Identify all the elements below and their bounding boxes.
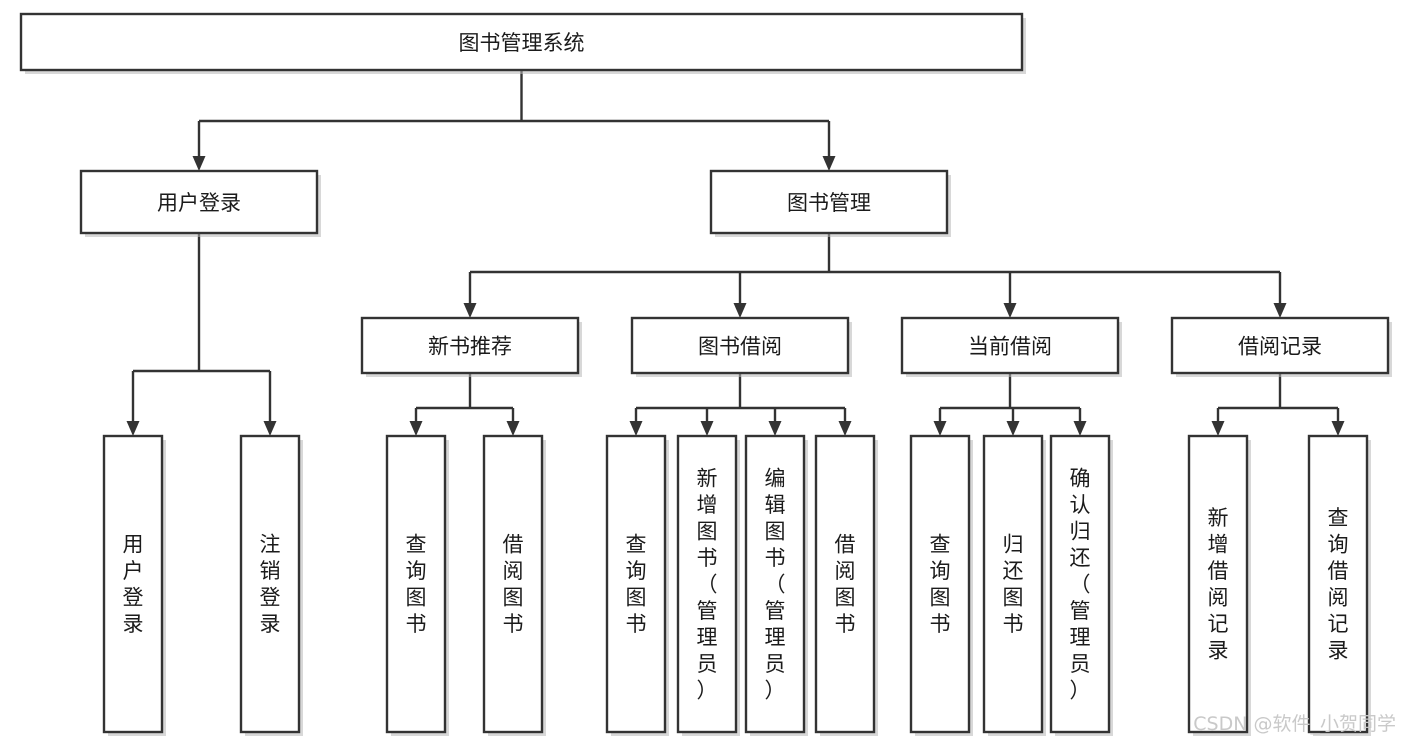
arrow-head-icon [1273, 303, 1287, 318]
arrow-head-icon [1003, 303, 1017, 318]
node-leaf-查询图书-4[interactable]: 查询图书 [605, 434, 669, 736]
node-leaf-借阅图书-7[interactable]: 借阅图书 [814, 434, 878, 736]
node-rect[interactable] [482, 434, 544, 734]
node-layer: 图书管理系统用户登录图书管理新书推荐图书借阅当前借阅借阅记录用户登录注销登录查询… [19, 12, 1392, 736]
arrow-head-icon [822, 156, 836, 171]
node-l3-当前借阅-2[interactable]: 当前借阅 [900, 316, 1122, 377]
node-label: 确认归还（管理员） [1070, 466, 1091, 702]
node-label: 查询借阅记录 [1328, 506, 1349, 663]
arrow-head-icon [192, 156, 206, 171]
node-label: 图书管理系统 [459, 31, 585, 55]
arrow-head-icon [933, 421, 947, 436]
node-label: 查询图书 [406, 533, 427, 637]
node-rect[interactable] [900, 316, 1120, 375]
node-leaf-查询图书-8[interactable]: 查询图书 [909, 434, 973, 736]
node-leaf-新增图书管理员-5[interactable]: 新增图书（管理员） [676, 434, 740, 736]
node-leaf-归还图书-9[interactable]: 归还图书 [982, 434, 1046, 736]
arrow-head-icon [409, 421, 423, 436]
node-rect[interactable] [1049, 434, 1111, 734]
node-rect[interactable] [1307, 434, 1369, 734]
arrow-head-icon [733, 303, 747, 318]
node-rect[interactable] [385, 434, 447, 734]
node-l3-借阅记录-3[interactable]: 借阅记录 [1170, 316, 1392, 377]
node-rect[interactable] [744, 434, 806, 734]
node-label: 借阅图书 [503, 533, 524, 637]
arrow-head-icon [1331, 421, 1345, 436]
node-rect[interactable] [982, 434, 1044, 734]
node-label: 归还图书 [1003, 533, 1024, 637]
arrow-head-icon [700, 421, 714, 436]
node-leaf-借阅图书-3[interactable]: 借阅图书 [482, 434, 546, 736]
node-leaf-查询借阅记录-12[interactable]: 查询借阅记录 [1307, 434, 1371, 736]
csdn-watermark: CSDN @软件_小贺同学 [1193, 713, 1396, 735]
node-rect[interactable] [102, 434, 164, 734]
node-label: 当前借阅 [968, 335, 1052, 359]
node-leaf-注销登录-1[interactable]: 注销登录 [239, 434, 303, 736]
node-rect[interactable] [360, 316, 580, 375]
arrow-head-icon [629, 421, 643, 436]
node-label: 图书管理 [787, 191, 871, 215]
arrow-head-icon [263, 421, 277, 436]
arrow-head-icon [126, 421, 140, 436]
node-leaf-编辑图书管理员-6[interactable]: 编辑图书（管理员） [744, 434, 808, 736]
node-label: 查询图书 [626, 533, 647, 637]
node-leaf-查询图书-2[interactable]: 查询图书 [385, 434, 449, 736]
node-rect[interactable] [239, 434, 301, 734]
node-label: 用户登录 [123, 533, 144, 637]
node-root-图书管理系统-0[interactable]: 图书管理系统 [19, 12, 1026, 74]
node-label: 借阅记录 [1238, 335, 1322, 359]
arrow-head-icon [506, 421, 520, 436]
node-label: 借阅图书 [835, 533, 856, 637]
node-rect[interactable] [1170, 316, 1390, 375]
node-rect[interactable] [1187, 434, 1249, 734]
arrow-head-icon [1006, 421, 1020, 436]
node-label: 注销登录 [260, 533, 281, 637]
node-leaf-新增借阅记录-11[interactable]: 新增借阅记录 [1187, 434, 1251, 736]
connector-layer [126, 70, 1345, 436]
node-label: 新书推荐 [428, 335, 512, 359]
node-rect[interactable] [709, 169, 949, 235]
arrow-head-icon [463, 303, 477, 318]
node-label: 查询图书 [930, 533, 951, 637]
node-label: 新增图书（管理员） [697, 466, 718, 702]
node-l2-用户登录-0[interactable]: 用户登录 [79, 169, 321, 237]
node-rect[interactable] [605, 434, 667, 734]
node-leaf-用户登录-0[interactable]: 用户登录 [102, 434, 166, 736]
node-label: 新增借阅记录 [1208, 506, 1229, 663]
node-l3-图书借阅-1[interactable]: 图书借阅 [630, 316, 852, 377]
arrow-head-icon [768, 421, 782, 436]
arrow-head-icon [1211, 421, 1225, 436]
arrow-head-icon [1073, 421, 1087, 436]
node-label: 图书借阅 [698, 335, 782, 359]
node-label: 编辑图书（管理员） [765, 466, 786, 702]
arrow-head-icon [838, 421, 852, 436]
node-l3-新书推荐-0[interactable]: 新书推荐 [360, 316, 582, 377]
node-rect[interactable] [814, 434, 876, 734]
node-rect[interactable] [79, 169, 319, 235]
node-rect[interactable] [19, 12, 1024, 72]
node-label: 用户登录 [157, 191, 241, 215]
node-rect[interactable] [630, 316, 850, 375]
node-rect[interactable] [676, 434, 738, 734]
node-leaf-确认归还管理员-10[interactable]: 确认归还（管理员） [1049, 434, 1113, 736]
node-l2-图书管理-1[interactable]: 图书管理 [709, 169, 951, 237]
node-rect[interactable] [909, 434, 971, 734]
